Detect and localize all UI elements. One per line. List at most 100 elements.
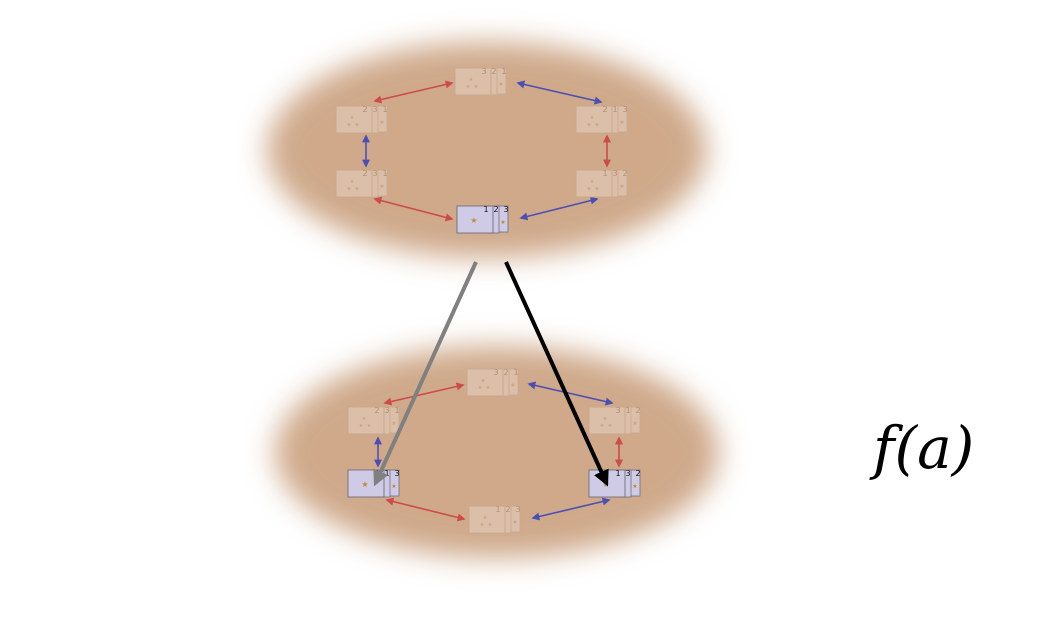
star-icon: ★: [500, 219, 505, 226]
star-icon: ★: [362, 416, 367, 422]
card-digit: 2: [635, 469, 640, 478]
card-digit: 2: [622, 169, 627, 178]
card-digit: 2: [362, 169, 367, 178]
card-digit: 3: [384, 406, 389, 415]
card-digit: 2: [602, 105, 607, 114]
card-digit: 2: [635, 406, 640, 415]
red-arrow: [383, 382, 465, 406]
card-digit: 3: [515, 505, 520, 514]
star-icon: ★: [347, 186, 352, 192]
card-digit: 1: [625, 406, 630, 415]
card-digit: 1: [394, 406, 399, 415]
star-icon: ★: [603, 416, 608, 422]
card-digit: 3: [481, 67, 486, 76]
star-icon: ★: [361, 480, 368, 489]
star-icon: ★: [486, 385, 491, 391]
card-digit: 2: [503, 368, 508, 377]
star-icon: ★: [480, 522, 485, 528]
blue-arrow: [531, 497, 611, 521]
card-front: [575, 169, 613, 198]
star-icon: ★: [347, 122, 352, 128]
card-front: [335, 105, 373, 134]
card-digit: 1: [483, 205, 488, 214]
red-arrow: [373, 80, 454, 104]
card-digit: 1: [495, 505, 500, 514]
star-icon: ★: [367, 423, 372, 429]
card-digit: 2: [362, 105, 367, 114]
map-arrow-gray: [373, 261, 478, 487]
blue-arrow: [527, 381, 614, 406]
star-icon: ★: [355, 122, 360, 128]
card-front: [468, 505, 506, 534]
card-digit: 3: [372, 105, 377, 114]
star-icon: ★: [498, 81, 503, 88]
star-icon: ★: [632, 483, 637, 490]
star-icon: ★: [379, 119, 384, 126]
card-front: [454, 67, 492, 96]
star-icon: ★: [608, 423, 613, 429]
star-icon: ★: [488, 522, 493, 528]
star-icon: ★: [470, 216, 477, 225]
star-icon: ★: [478, 385, 483, 391]
star-icon: ★: [595, 186, 600, 192]
card-digit: 3: [625, 469, 630, 478]
star-icon: ★: [595, 122, 600, 128]
star-icon: ★: [587, 122, 592, 128]
card-digit: 2: [374, 406, 379, 415]
star-icon: ★: [466, 84, 471, 90]
star-icon: ★: [590, 115, 595, 121]
blue-arrow: [516, 80, 603, 105]
star-icon: ★: [587, 186, 592, 192]
star-icon: ★: [632, 420, 637, 427]
card-front: [588, 406, 626, 435]
red-arrow: [385, 497, 466, 522]
card-digit: 2: [493, 205, 498, 214]
star-icon: ★: [512, 519, 517, 526]
card-digit: 3: [503, 205, 508, 214]
card-digit: 3: [622, 105, 627, 114]
card-digit: 3: [615, 406, 620, 415]
star-icon: ★: [359, 423, 364, 429]
star-icon: ★: [483, 515, 488, 521]
star-icon: ★: [590, 179, 595, 185]
top-orbit-arrows: [362, 80, 611, 222]
card-front: [456, 205, 494, 234]
card-front: [575, 105, 613, 134]
star-icon: ★: [391, 420, 396, 427]
card-digit: 3: [493, 368, 498, 377]
star-icon: ★: [391, 483, 396, 490]
card-front: [347, 406, 385, 435]
map-arrow-black: [504, 261, 609, 487]
card-front: [335, 169, 373, 198]
card-digit: 3: [394, 469, 399, 478]
card-front: [466, 368, 504, 397]
bottom-orbit-arrows: [374, 381, 623, 522]
red-arrow: [373, 196, 454, 222]
star-icon: ★: [600, 423, 605, 429]
card-digit: 1: [382, 105, 387, 114]
star-icon: ★: [619, 119, 624, 126]
card-digit: 1: [612, 105, 617, 114]
star-icon: ★: [510, 382, 515, 389]
card-digit: 3: [612, 169, 617, 178]
star-icon: ★: [469, 77, 474, 83]
card-digit: 1: [615, 469, 620, 478]
formula-label: f(a): [869, 414, 974, 482]
star-icon: ★: [350, 115, 355, 121]
card-digit: 1: [602, 169, 607, 178]
star-icon: ★: [481, 378, 486, 384]
star-icon: ★: [355, 186, 360, 192]
card-digit: 2: [491, 67, 496, 76]
